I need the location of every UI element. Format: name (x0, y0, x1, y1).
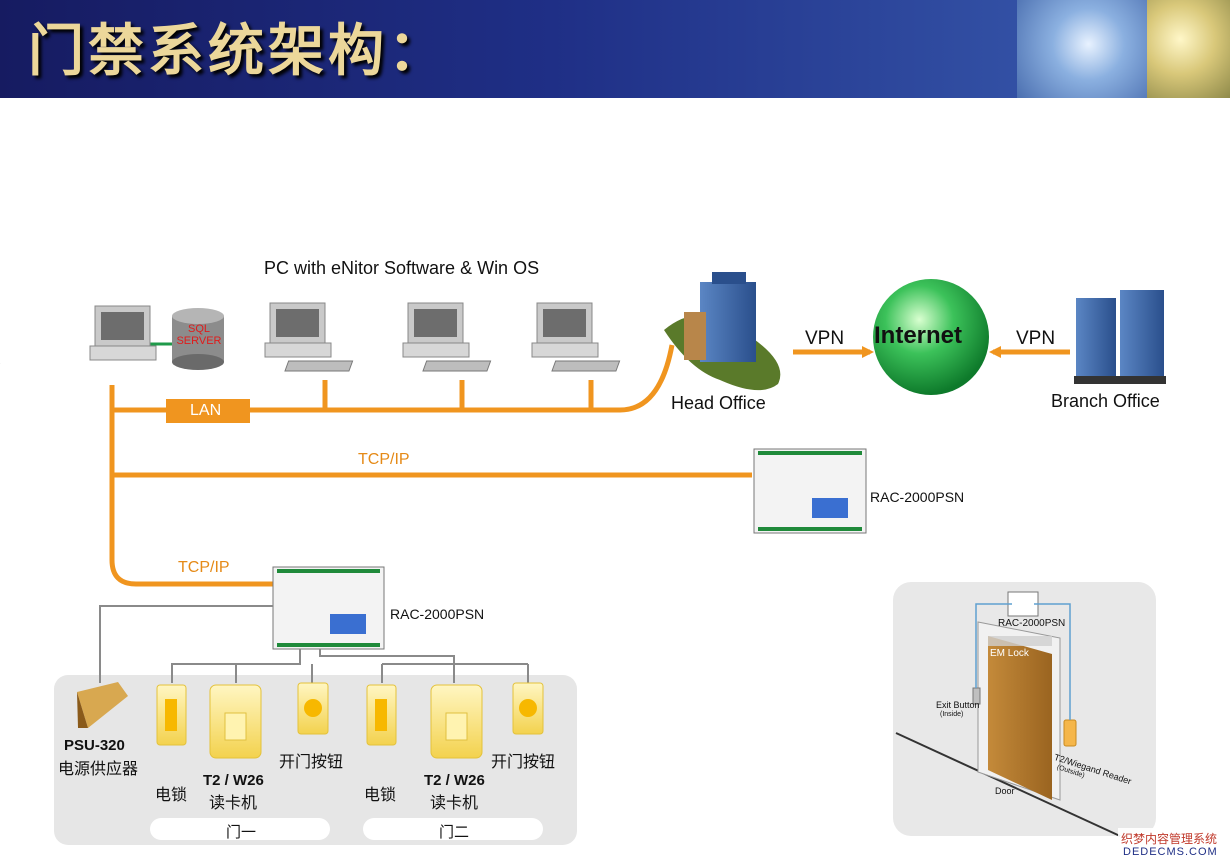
cable-to-controller-2 (109, 385, 280, 587)
watermark-line1: 织梦内容管理系统 (1121, 832, 1218, 846)
door1-reader-grid (224, 712, 247, 741)
sql-server-icon (172, 308, 224, 370)
door2-lock-bar (375, 699, 387, 731)
internet-globe (873, 279, 989, 395)
arrow-to-internet (862, 346, 874, 358)
pc-caption: PC with eNitor Software & Win OS (264, 258, 540, 278)
em-lock-label: EM Lock (990, 648, 1029, 659)
door-label: Door (995, 786, 1015, 796)
door2-reader-model: T2 / W26 (424, 772, 485, 789)
controller-2-label: RAC-2000PSN (390, 606, 485, 622)
controller-board-1 (753, 448, 867, 534)
door1-lock-bar (165, 699, 177, 731)
door1-group-label: 门一 (226, 824, 257, 841)
lan-cable (109, 344, 675, 413)
exit-button-label: Exit Button (936, 700, 980, 710)
psu-box (77, 682, 128, 728)
head-office-label: Head Office (671, 393, 766, 413)
vpn-label-left: VPN (805, 328, 845, 349)
header-banner: 门禁系统架构： (0, 0, 1230, 98)
tcpip-label-bottom: TCP/IP (178, 559, 230, 576)
door2-lock-label: 电锁 (364, 787, 397, 804)
watermark-line2: DEDECMS.COM (1123, 846, 1218, 858)
vpn-label-right: VPN (1016, 328, 1056, 349)
door1-reader-name: 读卡机 (209, 795, 258, 812)
branch-office-label: Branch Office (1051, 391, 1160, 411)
door2-group-pill (363, 818, 543, 840)
internet-label: Internet (874, 322, 963, 349)
controller-board-2 (272, 566, 385, 650)
door2-button-dot (519, 699, 537, 717)
network-cables (109, 344, 1070, 587)
door1-lock-label: 电锁 (155, 787, 188, 804)
door-controller-label: RAC-2000PSN (998, 618, 1066, 629)
psu-name-label: 电源供应器 (58, 761, 139, 778)
door1-button-dot (304, 699, 322, 717)
watermark-bg (1118, 828, 1230, 864)
header-photo-globe (1017, 0, 1147, 98)
door2-reader-name: 读卡机 (430, 795, 479, 812)
door2-button-label: 开门按钮 (491, 754, 556, 771)
tcpip-label-top: TCP/IP (358, 451, 410, 468)
exit-inside-label: (Inside) (940, 711, 964, 718)
arrow-from-branch (989, 346, 1001, 358)
door2-group-label: 门二 (439, 824, 470, 841)
header-photo-coins (1147, 0, 1230, 98)
door2-reader-grid (445, 712, 468, 741)
door1-group-pill (150, 818, 330, 840)
lan-label: LAN (190, 402, 222, 419)
lan-drops (322, 380, 594, 410)
branch-office-building (1074, 290, 1166, 384)
pc-workstation-2 (402, 302, 492, 372)
psu-model-label: PSU-320 (64, 737, 125, 754)
page-title: 门禁系统架构： (28, 19, 448, 84)
controller-1-label: RAC-2000PSN (870, 489, 965, 505)
pc-workstation-1 (264, 302, 354, 372)
door1-button-label: 开门按钮 (279, 754, 344, 771)
pc-workstation-3 (531, 302, 621, 372)
head-office-building (664, 272, 781, 391)
pc-server (0, 305, 157, 377)
door-scene (895, 591, 1121, 837)
door1-reader-model: T2 / W26 (203, 772, 264, 789)
lan-label-box (166, 399, 250, 423)
device-wiring (99, 605, 529, 683)
sql-server-label: SQL SERVER (176, 323, 222, 347)
